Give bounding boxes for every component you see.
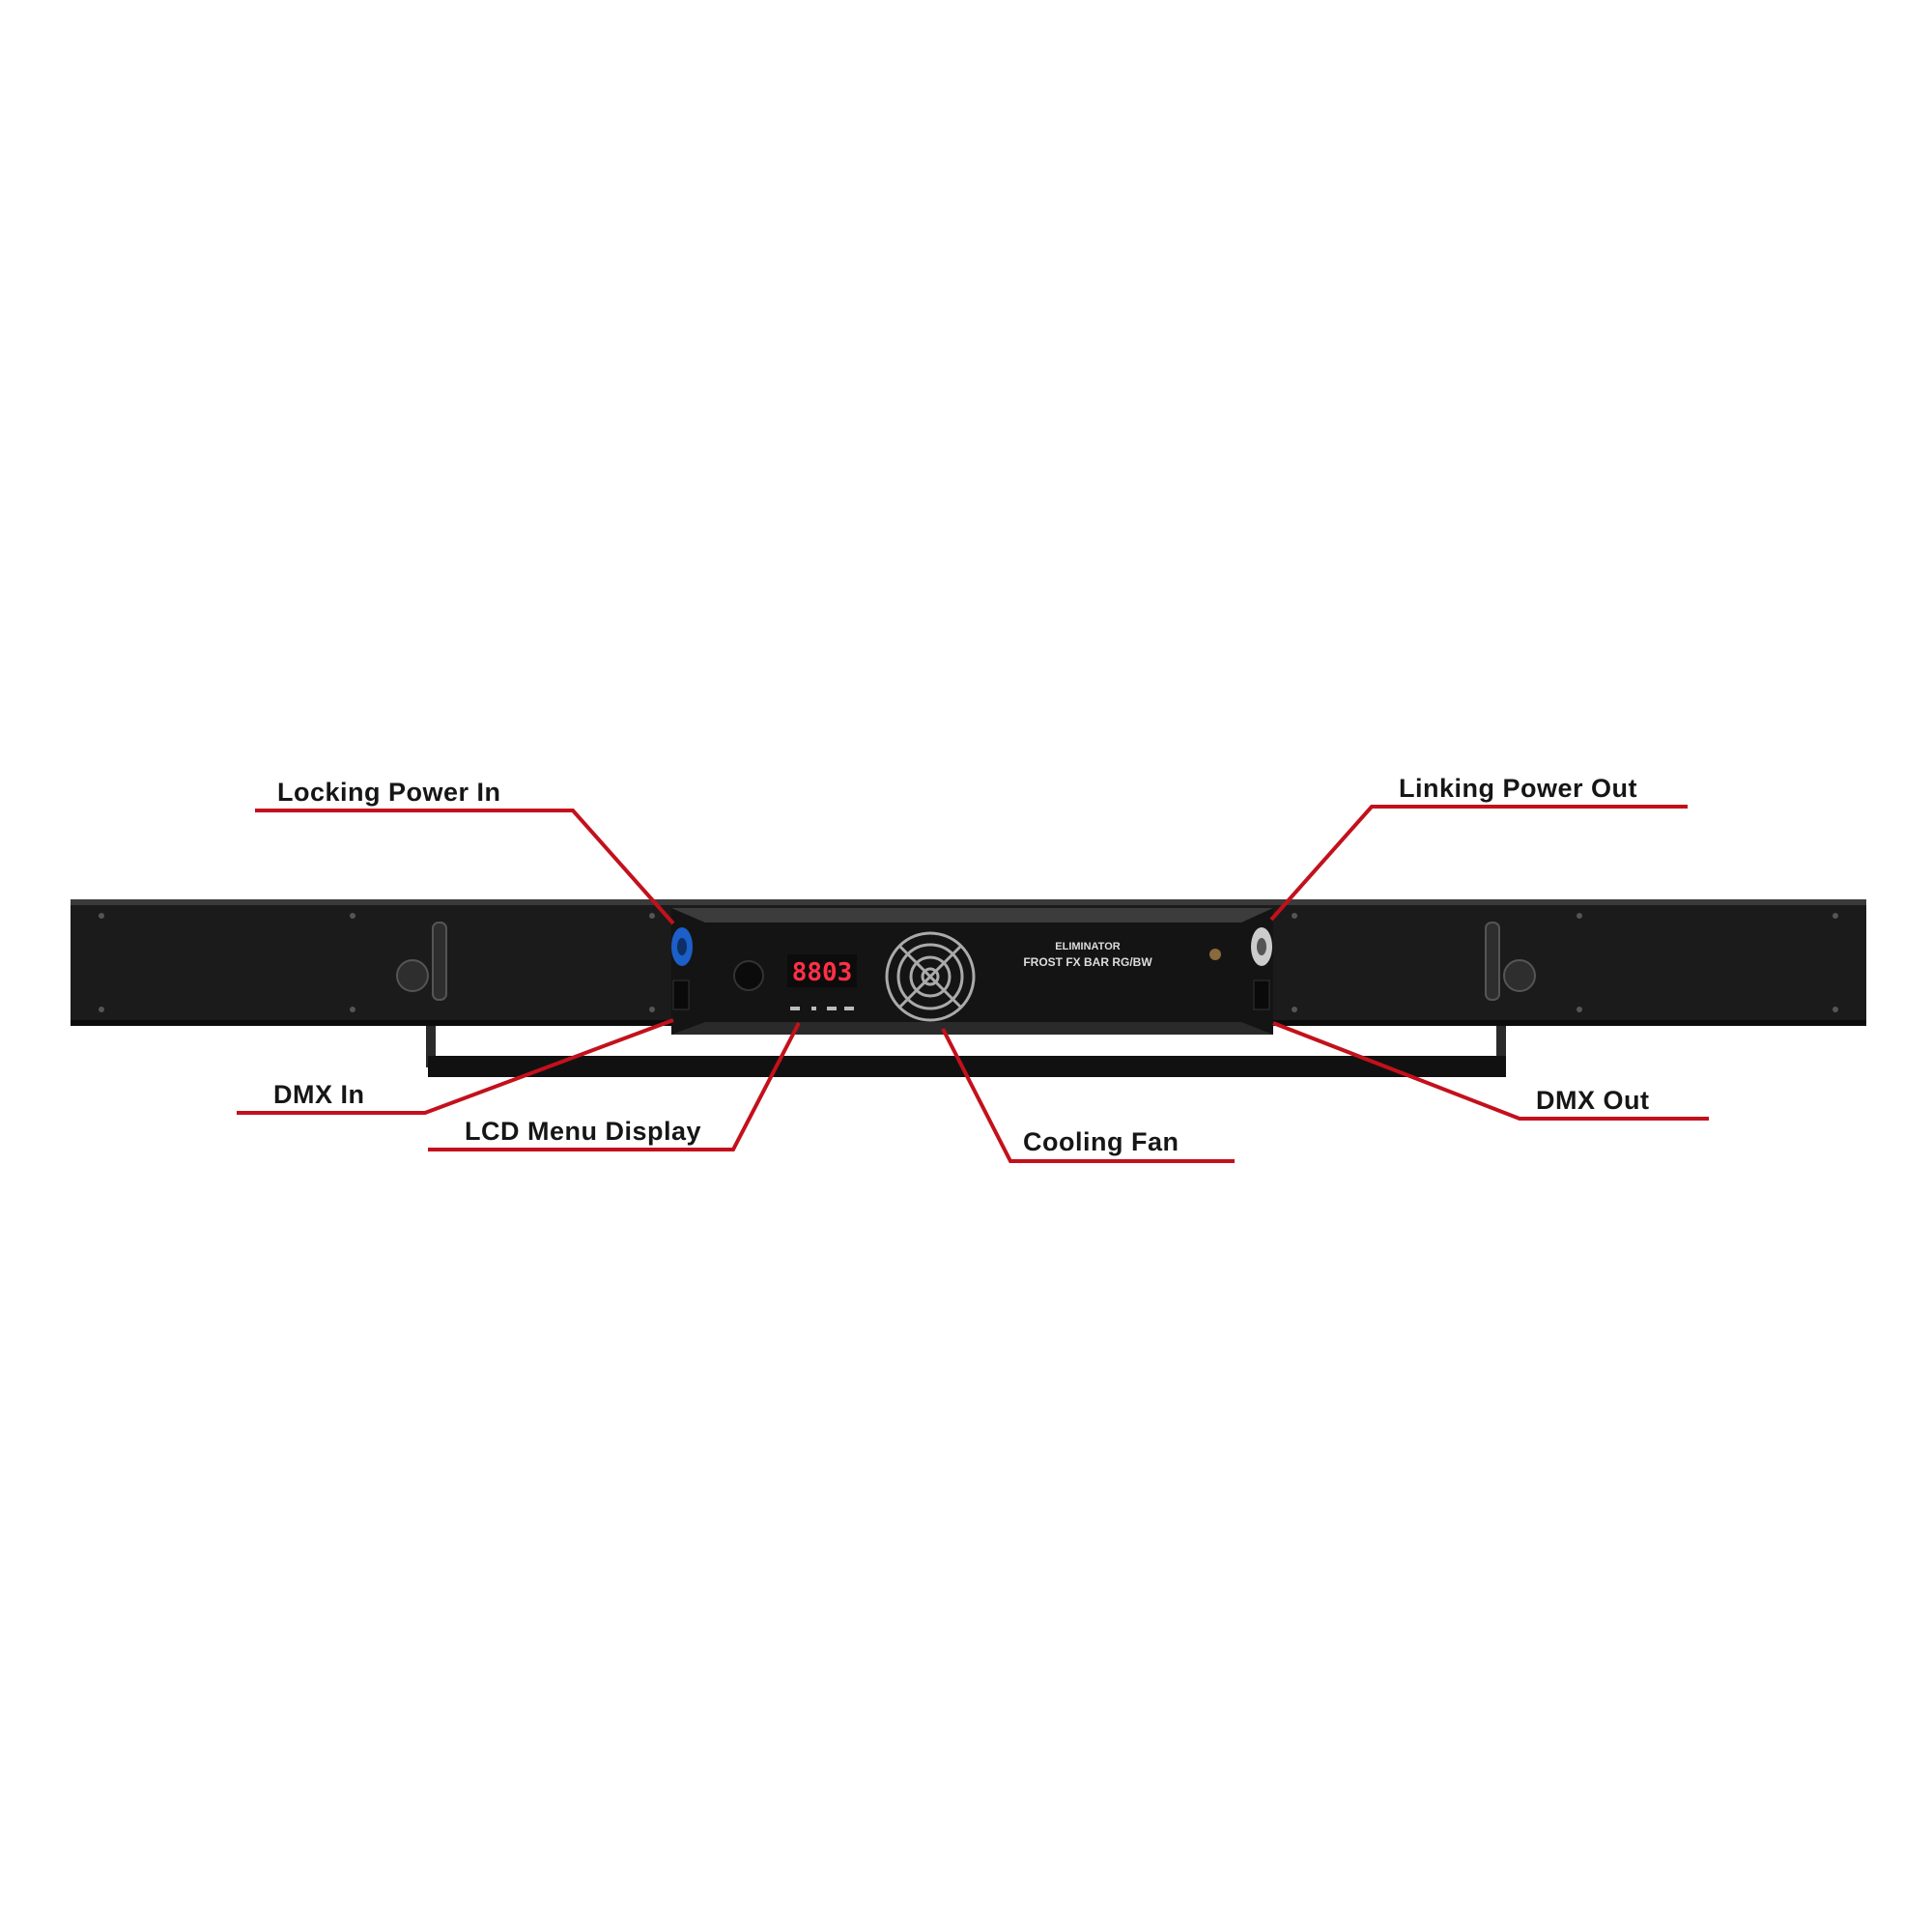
label-cooling-fan: Cooling Fan (1023, 1127, 1179, 1156)
leader-cooling-fan (941, 1028, 1235, 1163)
label-linking-power-out: Linking Power Out (1399, 774, 1638, 803)
menu-buttons (790, 1007, 854, 1010)
leader-lines (237, 805, 1709, 1163)
label-locking-power-in: Locking Power In (277, 778, 501, 807)
leader-locking-power-in (255, 809, 675, 925)
leader-lcd-menu-display (428, 1022, 801, 1151)
leader-linking-power-out (1269, 805, 1688, 922)
cooling-fan-grille (885, 931, 976, 1022)
led-display (787, 954, 857, 987)
power-out-connector (1251, 927, 1272, 966)
display-readout: 8803 (792, 958, 853, 987)
bracket-knob-left (396, 922, 447, 1001)
bracket-knob-right (1485, 922, 1536, 1001)
center-control-panel: 8803 ELIMINATOR FROST FX BAR RG/BW (671, 908, 1273, 1035)
dmx-out-connector (1253, 980, 1270, 1010)
ground-screw (1209, 949, 1221, 960)
label-dmx-out: DMX Out (1536, 1086, 1650, 1115)
power-in-connector (671, 927, 693, 966)
leader-dmx-in (237, 1018, 674, 1115)
label-dmx-in: DMX In (273, 1080, 365, 1109)
label-lcd-menu-display: LCD Menu Display (465, 1117, 702, 1146)
brand-logo-text: ELIMINATOR (1055, 941, 1120, 952)
fuse-holder (733, 960, 764, 991)
model-name-text: FROST FX BAR RG/BW (1023, 955, 1152, 969)
leader-dmx-out (1272, 1021, 1709, 1121)
dmx-in-connector (672, 980, 690, 1010)
